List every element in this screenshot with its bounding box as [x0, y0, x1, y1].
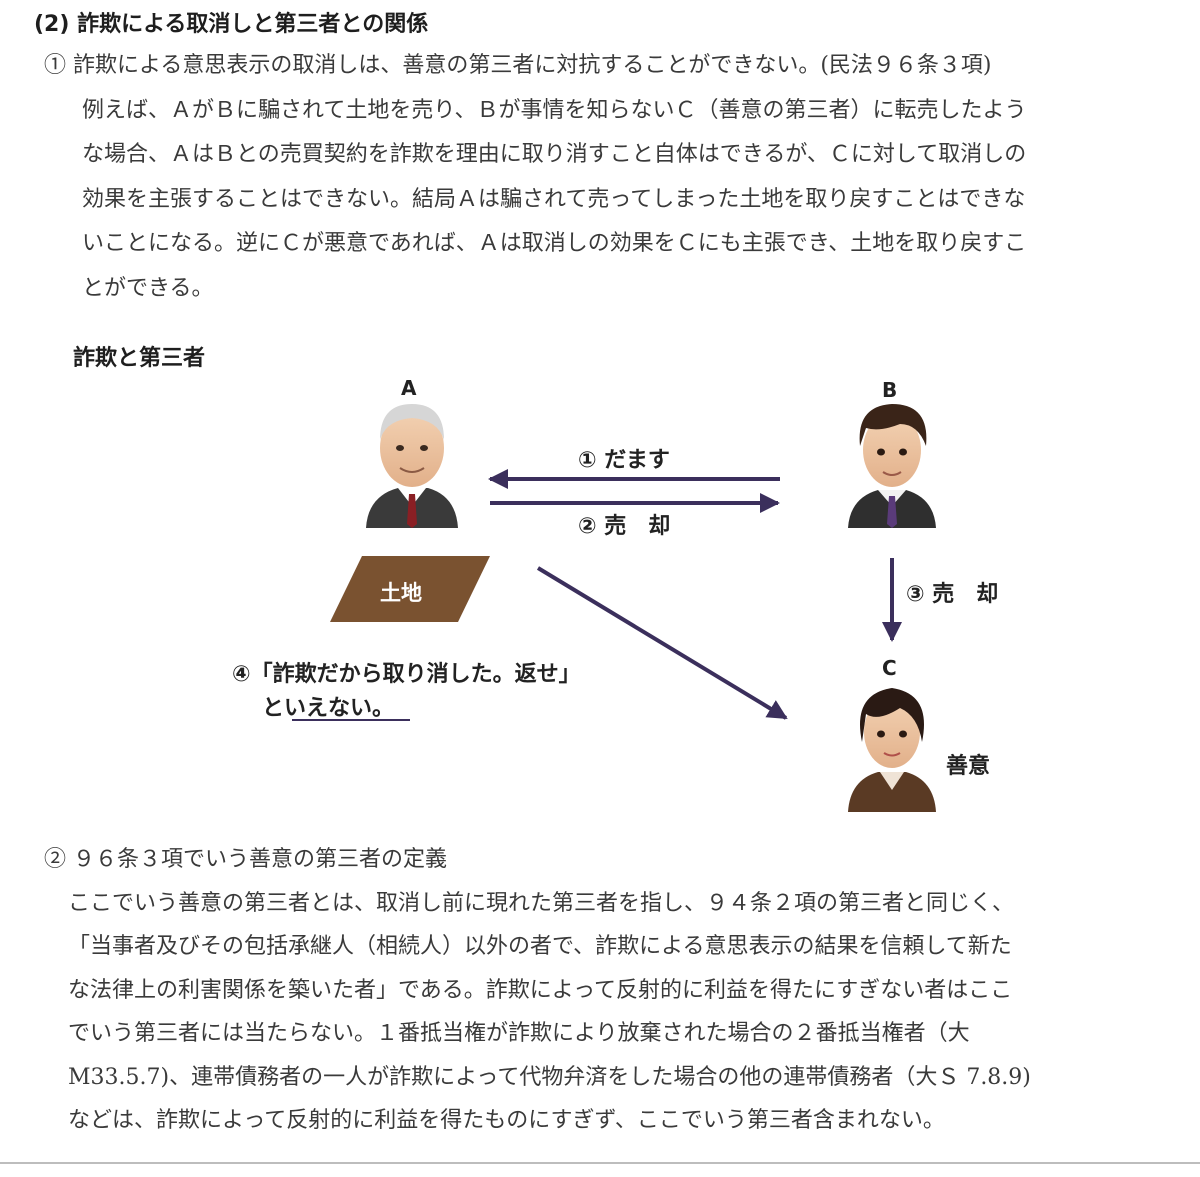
para1-line: 効果を主張することはできない。結局Ａは騙されて売ってしまった土地を取り戻すことは… — [82, 186, 1026, 212]
land-parcel — [330, 556, 490, 622]
para1-line: いことになる。逆にＣが悪意であれば、Ａは取消しの効果をＣにも主張でき、土地を取り… — [82, 231, 1027, 256]
bottom-divider — [0, 1162, 1200, 1164]
para2-line: ② ９６条３項でいう善意の第三者の定義 — [44, 847, 447, 872]
arrow3-label: ③ 売 却 — [906, 582, 999, 607]
arrow1-label: ① だます — [578, 448, 670, 473]
land-label: 土地 — [380, 581, 422, 605]
person-b-avatar — [848, 404, 936, 528]
para1-line: ① 詐欺による意思表示の取消しは、善意の第三者に対抗することができない。(民法９… — [44, 53, 992, 78]
para2-line: などは、詐欺によって反射的に利益を得たものにすぎず、ここでいう第三者含まれない。 — [68, 1108, 945, 1133]
person-c-label: C — [882, 656, 897, 680]
arrow2-label: ② 売 却 — [578, 514, 671, 539]
person-a-label: A — [401, 376, 417, 400]
para2-line: な法律上の利害関係を築いた者」である。詐欺によって反射的に利益を得たにすぎない者… — [68, 977, 1013, 1003]
c-status-label: 善意 — [946, 754, 991, 779]
arrow-claim-a-to-c — [536, 566, 788, 720]
section-heading: (2) 詐欺による取消しと第三者との関係 — [34, 12, 429, 37]
person-a-avatar — [366, 404, 458, 528]
para1-line: な場合、ＡはＢとの売買契約を詐欺を理由に取り消すこと自体はできるが、Ｃに対して取… — [82, 142, 1027, 167]
paragraph-fraud-rescission: ① 詐欺による意思表示の取消しは、善意の第三者に対抗することができない。(民法９… — [44, 44, 1026, 311]
paragraph-good-faith-definition: ② ９６条３項でいう善意の第三者の定義 ここでいう善意の第三者とは、取消し前に現… — [44, 838, 1031, 1143]
person-b-label: B — [882, 378, 898, 402]
arrow4-label-line2: といえない。 — [262, 696, 395, 721]
para2-line: ここでいう善意の第三者とは、取消し前に現れた第三者を指し、９４条２項の第三者と同… — [68, 890, 1015, 916]
para2-line: 「当事者及びその包括承継人（相続人）以外の者で、詐欺による意思表示の結果を信頼し… — [68, 934, 1012, 959]
para2-line: でいう第三者には当たらない。１番抵当権が詐欺により放棄された場合の２番抵当権者（… — [68, 1021, 970, 1046]
para1-line: とができる。 — [82, 275, 214, 301]
person-c-avatar — [848, 688, 936, 812]
para1-line: 例えば、ＡがＢに騙されて土地を売り、Ｂが事情を知らないＣ（善意の第三者）に転売し… — [82, 97, 1027, 123]
diagram-title: 詐欺と第三者 — [73, 346, 206, 371]
para2-line: M33.5.7)、連帯債務者の一人が詐欺によって代物弁済をした場合の他の連帯債務… — [68, 1064, 1031, 1090]
arrow4-label-line1: ④「詐欺だから取り消した。返せ」 — [232, 662, 581, 687]
